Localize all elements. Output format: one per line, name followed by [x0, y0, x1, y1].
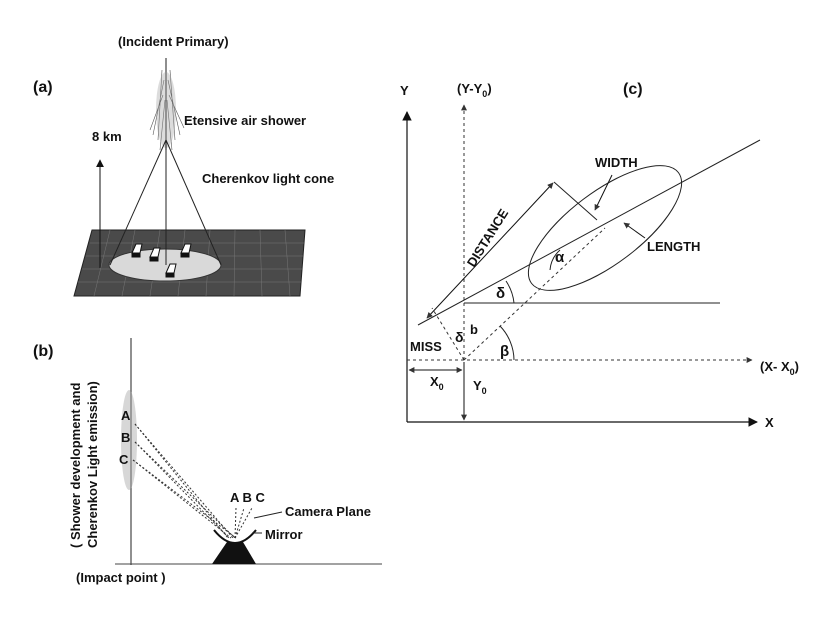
panel-a-tag: (a)	[33, 79, 53, 96]
panel-c: (c) Y X (Y-Y0) (X- X0) X0 Y0 DISTANCE WI	[400, 81, 799, 430]
panel-b-tag: (b)	[33, 343, 53, 360]
b-symbol: b	[470, 322, 478, 337]
height-label: 8 km	[92, 129, 122, 144]
point-a-label: A	[121, 408, 131, 423]
distance-label: DISTANCE	[464, 206, 512, 270]
width-label: WIDTH	[595, 155, 638, 170]
incident-primary-label: (Incident Primary)	[118, 34, 229, 49]
telescope-icon	[149, 247, 161, 262]
shower-fuzz	[121, 390, 137, 490]
light-rays	[132, 423, 253, 539]
camera-plane-label: Camera Plane	[285, 504, 371, 519]
shower-label: Etensive air shower	[184, 113, 306, 128]
panel-c-tag: (c)	[623, 81, 643, 98]
point-c-label: C	[119, 452, 129, 467]
beta-symbol: β	[500, 343, 509, 360]
cone-label: Cherenkov light cone	[202, 171, 334, 186]
camera-plane-leader	[253, 511, 283, 519]
telescope-icon	[180, 243, 192, 258]
mirror-label: Mirror	[265, 527, 303, 542]
panel-a: (a) (Incident Primary) Etensive air show…	[33, 34, 334, 297]
telescope-base	[212, 542, 256, 564]
delta-symbol-2: δ	[455, 329, 464, 345]
distance-arrow	[426, 182, 554, 319]
delta-arc	[505, 280, 515, 304]
panel-b: (b) ( Shower development and Cherenkov L…	[33, 338, 382, 585]
y0-label: Y0	[473, 378, 487, 396]
beta-arc	[499, 325, 515, 361]
light-pool	[108, 248, 222, 282]
length-label: LENGTH	[647, 239, 700, 254]
major-axis-line	[417, 139, 761, 326]
delta-symbol: δ	[496, 285, 505, 302]
point-b-label: B	[121, 430, 130, 445]
telescope-icons	[131, 243, 192, 278]
cone-right-edge	[165, 139, 222, 266]
length-arrow	[623, 222, 646, 239]
camera-points-label: A B C	[230, 490, 266, 505]
x0-label: X0	[430, 374, 444, 392]
side-label-line1: ( Shower development and	[68, 383, 83, 548]
side-label-line2: Cherenkov Light emission)	[85, 381, 100, 548]
width-extension	[553, 181, 598, 221]
width-arrow	[594, 174, 613, 211]
impact-point-label: (Impact point )	[76, 570, 166, 585]
y-axis-label: Y	[400, 83, 409, 98]
x-prime-axis-label: (X- X0)	[760, 359, 799, 377]
alpha-symbol: α	[555, 249, 565, 266]
side-label: ( Shower development and Cherenkov Light…	[68, 381, 100, 548]
telescope-icon	[131, 243, 143, 258]
telescope-icon	[165, 263, 177, 278]
miss-label: MISS	[410, 339, 442, 354]
alpha-arc	[549, 249, 561, 271]
air-shower-illustration	[149, 58, 185, 151]
x-axis-label: X	[765, 415, 774, 430]
y-prime-axis-label: (Y-Y0)	[457, 81, 492, 99]
cone-left-edge	[109, 139, 167, 266]
